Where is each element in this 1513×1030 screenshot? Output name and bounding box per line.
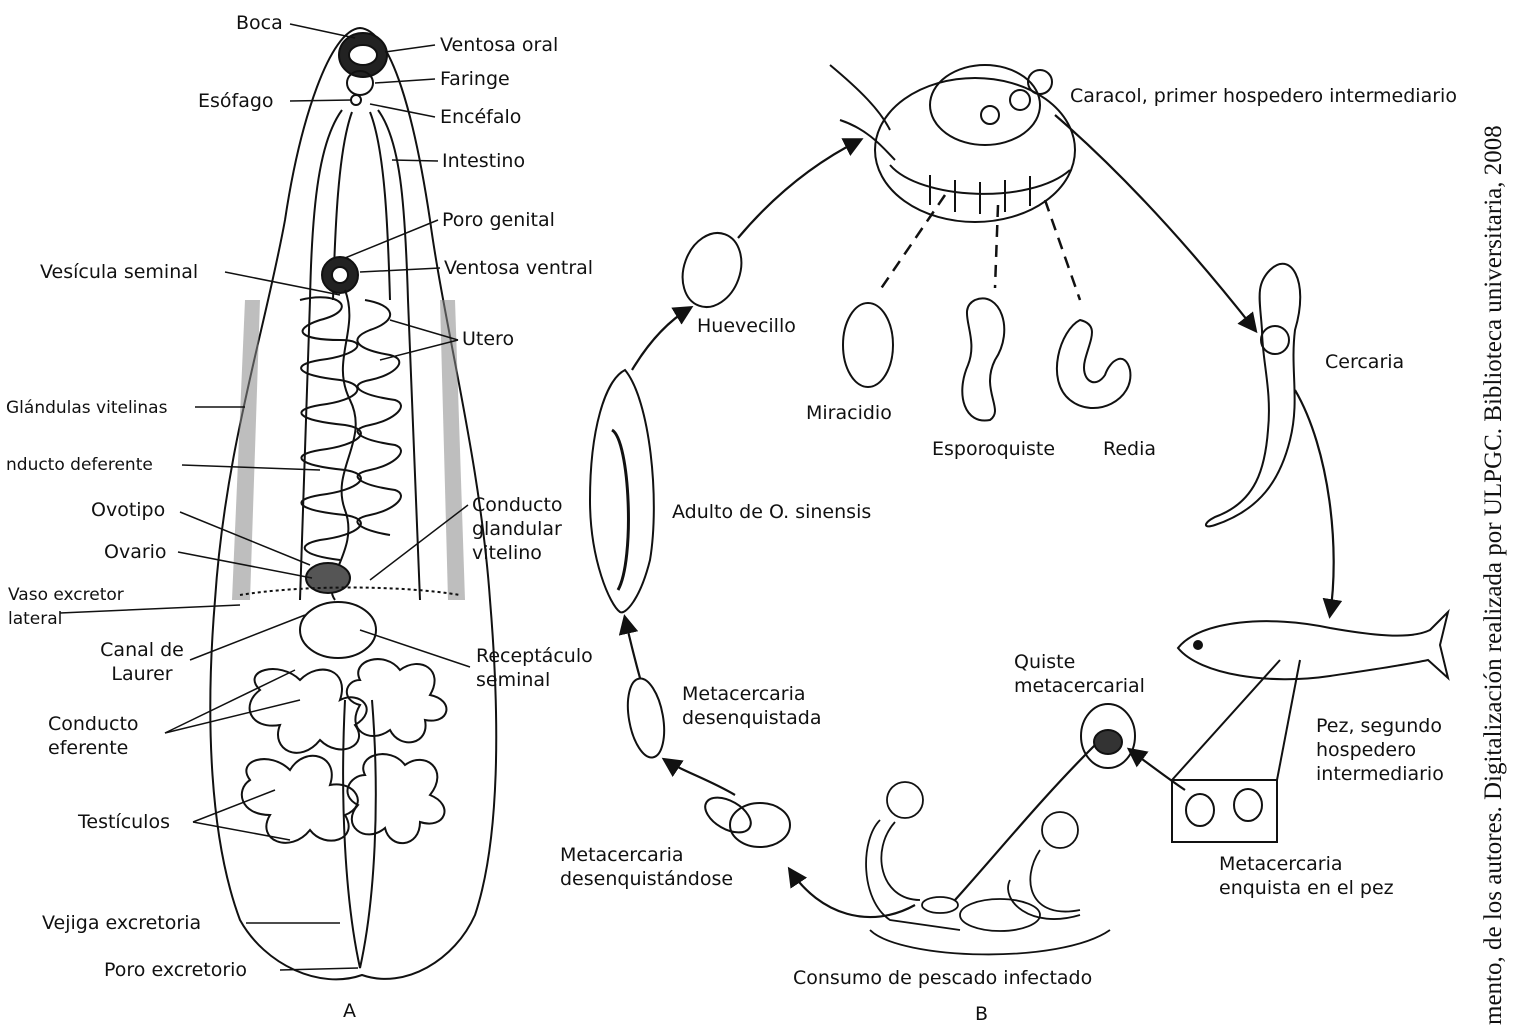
arrow-snail-to-cercaria <box>1055 115 1255 330</box>
label-metacercaria-enquistada: Metacercaria enquista en el pez <box>1219 852 1419 900</box>
label-encefalo: Encéfalo <box>440 105 521 129</box>
label-boca: Boca <box>236 11 283 35</box>
label-ovario: Ovario <box>104 540 167 564</box>
arrow-excysting-to-excysted <box>665 760 735 795</box>
arrow-cercaria-to-fish <box>1295 390 1334 615</box>
label-quiste-metacercarial: Quiste metacercarial <box>1014 650 1144 698</box>
label-vesicula-seminal: Vesícula seminal <box>40 260 198 284</box>
excysting-metacercaria-drawing <box>730 803 790 847</box>
egg-drawing <box>673 225 752 316</box>
fish-drawing <box>1178 612 1448 679</box>
label-canal-de-laurer: Canal de Laurer <box>92 638 192 686</box>
label-esofago: Esófago <box>198 89 274 113</box>
excysted-metacercaria-drawing <box>622 676 669 761</box>
people-eating-drawing <box>866 782 1110 954</box>
label-consumo: Consumo de pescado infectado <box>793 966 1092 990</box>
label-huevecillo: Huevecillo <box>697 314 796 338</box>
arrow-egg-to-snail <box>738 140 860 238</box>
label-intestino: Intestino <box>442 149 525 173</box>
label-ventosa-ventral: Ventosa ventral <box>444 256 593 280</box>
label-faringe: Faringe <box>440 67 510 91</box>
label-redia: Redia <box>1103 437 1156 461</box>
label-ventosa-oral: Ventosa oral <box>440 33 558 57</box>
intestine <box>300 110 342 600</box>
sporocyst-drawing <box>962 298 1004 420</box>
redia-drawing <box>1057 320 1131 408</box>
label-pez: Pez, segundo hospedero intermediario <box>1316 714 1466 786</box>
label-cercaria: Cercaria <box>1325 350 1404 374</box>
label-conducto-glandular-vitelino: Conducto glandular vitelino <box>472 493 592 565</box>
label-caracol: Caracol, primer hospedero intermediario <box>1070 84 1457 108</box>
arrow-adult-to-egg <box>632 308 690 370</box>
label-poro-excretorio: Poro excretorio <box>104 958 247 982</box>
label-poro-genital: Poro genital <box>442 208 555 232</box>
label-vejiga-excretoria: Vejiga excretoria <box>42 911 201 935</box>
seminal-receptacle <box>300 602 376 658</box>
vitelline-glands <box>232 300 465 600</box>
miracidium-drawing <box>843 303 893 387</box>
label-ovotipo: Ovotipo <box>91 498 165 522</box>
arrow-fish-to-cyst <box>1130 750 1185 790</box>
panel-letter-a: A <box>343 1000 356 1022</box>
label-glandulas-vitelinas: Glándulas vitelinas <box>6 396 167 420</box>
arrow-cyst-to-people <box>955 745 1095 900</box>
label-metacercaria-desenquistada: Metacercaria desenquistada <box>682 682 842 730</box>
label-miracidio: Miracidio <box>806 401 892 425</box>
label-conducto-eferente: Conducto eferente <box>48 712 168 760</box>
snail-drawing <box>830 65 1075 222</box>
label-esporoquiste: Esporoquiste <box>932 437 1055 461</box>
label-testiculos: Testículos <box>78 810 170 834</box>
label-utero: Utero <box>462 327 514 351</box>
label-metacercaria-desenquistandose: Metacercaria desenquistándose <box>560 843 760 891</box>
label-adulto: Adulto de O. sinensis <box>672 500 871 524</box>
uterus-coils <box>300 297 401 560</box>
panel-letter-b: B <box>975 1003 988 1025</box>
arrow-people-to-excysting <box>790 870 915 917</box>
label-receptaculo-seminal: Receptáculo seminal <box>476 644 616 692</box>
label-conducto-deferente: nducto deferente <box>6 453 153 477</box>
digitization-credit: mento, de los autores. Digitalización re… <box>1480 125 1508 1025</box>
label-vaso-excretor-lateral: Vaso excretor lateral <box>8 583 158 631</box>
arrow-excysted-to-adult <box>625 618 640 678</box>
cercaria-drawing <box>1206 264 1300 527</box>
